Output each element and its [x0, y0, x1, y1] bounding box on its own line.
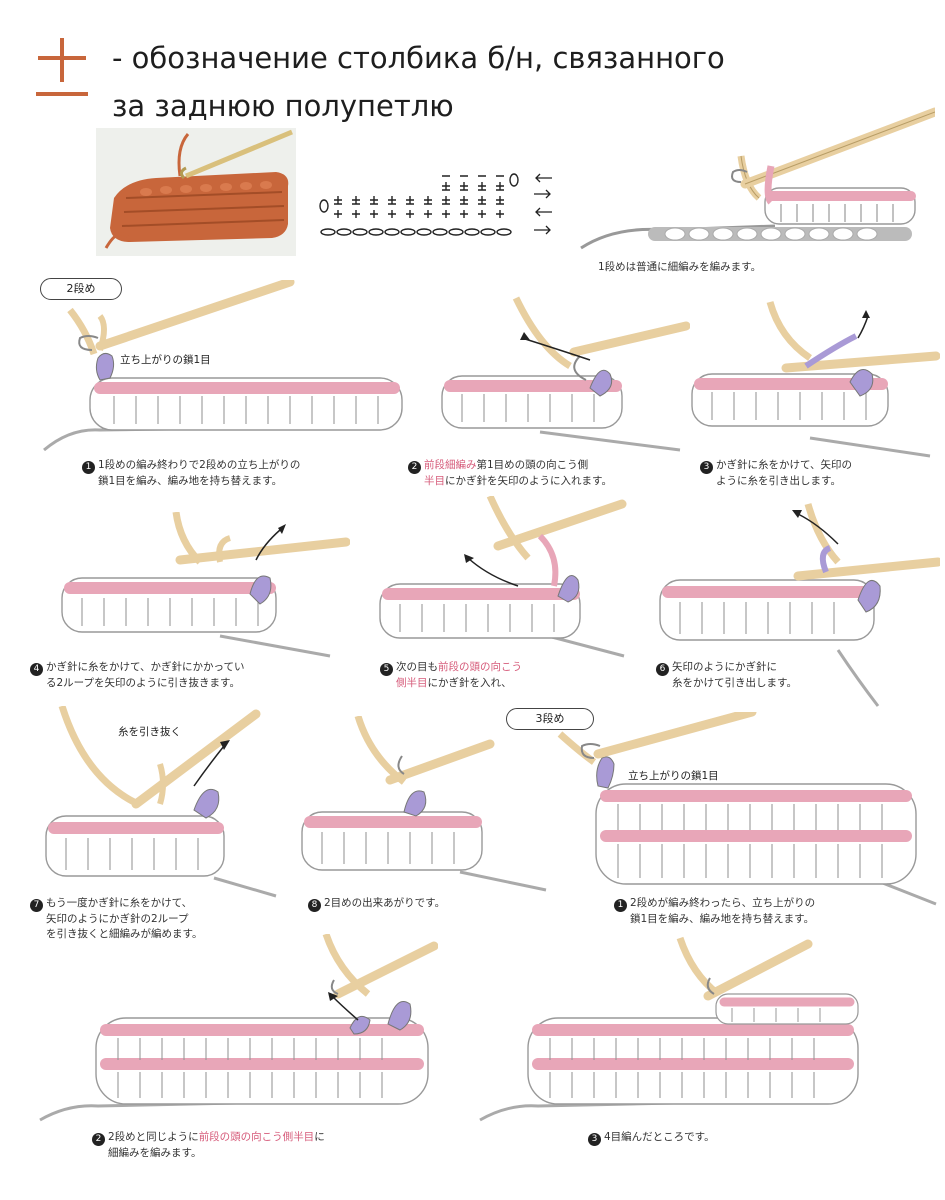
caption-line: 2目めの出来あがりです。 — [324, 897, 446, 909]
row2-step2-illustration — [441, 296, 690, 452]
row2-step1-illustration — [43, 280, 403, 452]
caption-line: 矢印のようにかぎ針に — [672, 661, 777, 673]
caption-highlight: 半目 — [424, 475, 445, 487]
caption-line: かぎ針に糸をかけて、矢印の — [716, 459, 852, 471]
caption-line: を引き抜くと細編みが編めます。 — [46, 928, 203, 940]
caption-line: 矢印のようにかぎ針の2ループ — [46, 913, 189, 925]
note-pull-through: 糸を引き抜く — [118, 726, 181, 738]
caption-line: 鎖1目を編み、編み地を持ち替えます。 — [98, 475, 283, 487]
step-number: 2 — [408, 461, 421, 474]
note-turning-chain-row3: 立ち上がりの鎖1目 — [628, 770, 719, 782]
row2-step4-illustration — [61, 512, 350, 658]
caption-highlight: 前段の頭の向こう側 — [198, 1131, 294, 1143]
row2-step7-illustration — [45, 706, 277, 898]
caption-highlight: 前段の頭の向こう — [438, 661, 522, 673]
step-number: 3 — [588, 1133, 601, 1146]
caption-line: にかぎ針を矢印のように入れます。 — [445, 475, 612, 487]
caption-highlight: 半目 — [293, 1131, 315, 1143]
row2-step8-illustration — [301, 716, 547, 892]
step-number: 6 — [656, 663, 669, 676]
caption-line: 細編みを編みます。 — [108, 1147, 202, 1159]
step-number: 3 — [700, 461, 713, 474]
step-number: 2 — [92, 1133, 105, 1146]
step-number: 1 — [82, 461, 95, 474]
caption-line: 鎖1目を編み、編み地を持ち替えます。 — [630, 913, 815, 925]
step-number: 5 — [380, 663, 393, 676]
caption-line: に — [314, 1131, 325, 1143]
caption-highlight: 側 — [396, 677, 407, 689]
caption-line: 第1目めの頭の向こう側 — [476, 459, 589, 471]
step-number: 1 — [614, 899, 627, 912]
section-label-row3: 3段め — [506, 708, 594, 730]
note-turning-chain: 立ち上がりの鎖1目 — [120, 354, 211, 366]
row2-step3-illustration — [691, 301, 940, 458]
swatch-photo — [96, 128, 296, 256]
caption-line: かぎ針に糸をかけて、かぎ針にかかってい — [46, 661, 245, 673]
page-title: - обозначение столбика б/н, связанного з… — [112, 34, 912, 130]
caption-line: 次の目も — [396, 661, 438, 673]
row3-step3-illustration — [479, 936, 859, 1122]
single-crochet-back-loop-symbol-icon — [36, 38, 88, 96]
section-label-row2: 2段め — [40, 278, 122, 300]
caption-line: る2ループを矢印のように引き抜きます。 — [46, 677, 240, 689]
caption-line: 2段めが編み終わったら、立ち上がりの — [630, 897, 816, 909]
caption-line: 1段めの編み終わりで2段めの立ち上がりの — [98, 459, 301, 471]
caption-line: にかぎ針を入れ、 — [427, 677, 512, 689]
title-line-2: за заднюю полупетлю — [112, 89, 454, 123]
step-number: 8 — [308, 899, 321, 912]
caption-highlight: 半目 — [406, 677, 428, 689]
row-direction-arrow-icon — [534, 173, 552, 235]
step-number: 4 — [30, 663, 43, 676]
intro-illustration — [580, 107, 935, 250]
caption-line: もう一度かぎ針に糸をかけて、 — [46, 897, 193, 909]
row2-step5-illustration — [379, 496, 627, 658]
title-line-1: - обозначение столбика б/н, связанного — [112, 41, 725, 75]
row2-step6-illustration — [659, 503, 940, 707]
caption-line: 2段めと同じように — [108, 1131, 199, 1143]
caption-line: ように糸を引き出します。 — [716, 475, 841, 487]
caption-line: 糸をかけて引き出します。 — [672, 677, 797, 689]
caption-highlight: 前段細編み — [424, 459, 477, 471]
intro-caption: 1段めは普通に細編みを編みます。 — [598, 261, 762, 273]
row3-step1-illustration — [557, 712, 937, 906]
row3-step2-illustration — [39, 934, 438, 1122]
caption-line: 4目編んだところです。 — [604, 1131, 715, 1143]
stitch-symbol-chart — [319, 173, 552, 236]
step-number: 7 — [30, 899, 43, 912]
